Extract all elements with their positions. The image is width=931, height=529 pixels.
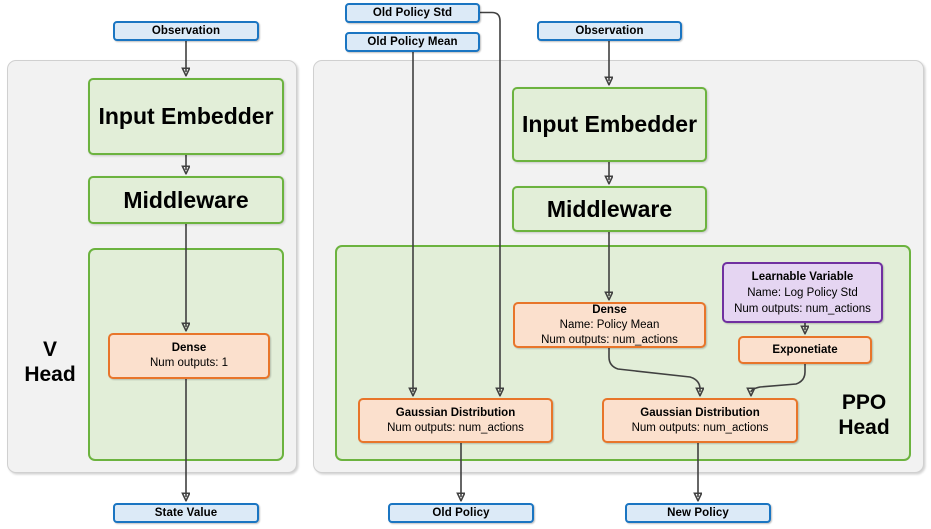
ppo-head-middleware-label: Middleware bbox=[546, 195, 673, 222]
new-policy-output-label: New Policy bbox=[667, 507, 729, 519]
dense-policy-mean-name: Name: Policy Mean bbox=[559, 318, 660, 331]
v-head-observation-label: Observation bbox=[151, 25, 221, 37]
gaussian-distribution-old-policy[interactable]: Gaussian Distribution Num outputs: num_a… bbox=[358, 398, 553, 443]
v-head-dense-title: Dense bbox=[171, 342, 207, 354]
v-head-dense-outputs: Num outputs: 1 bbox=[150, 357, 228, 369]
dense-policy-mean-title: Dense bbox=[592, 303, 627, 316]
old-policy-std-input[interactable]: Old Policy Std bbox=[345, 3, 480, 23]
gaussian-old-outputs: Num outputs: num_actions bbox=[387, 421, 524, 434]
gaussian-new-outputs: Num outputs: num_actions bbox=[631, 421, 769, 434]
ppo-head-observation-input[interactable]: Observation bbox=[537, 21, 682, 41]
ppo-head-dense-policy-mean[interactable]: Dense Name: Policy Mean Num outputs: num… bbox=[513, 302, 706, 348]
v-head-input-embedder-label: Input Embedder bbox=[98, 103, 274, 129]
exponetiate-block[interactable]: Exponetiate bbox=[738, 336, 872, 364]
ppo-head-caption-line2: Head bbox=[838, 416, 890, 439]
old-policy-mean-input[interactable]: Old Policy Mean bbox=[345, 32, 480, 52]
gaussian-new-title: Gaussian Distribution bbox=[640, 406, 760, 419]
learnable-variable-title: Learnable Variable bbox=[751, 270, 854, 283]
old-policy-output-label: Old Policy bbox=[432, 507, 490, 519]
learnable-variable-log-policy-std[interactable]: Learnable Variable Name: Log Policy Std … bbox=[722, 262, 883, 323]
gaussian-old-title: Gaussian Distribution bbox=[395, 406, 516, 419]
exponetiate-title: Exponetiate bbox=[772, 343, 838, 356]
dense-policy-mean-outputs: Num outputs: num_actions bbox=[541, 333, 678, 346]
v-head-caption-line2: Head bbox=[24, 363, 76, 386]
old-policy-std-label: Old Policy Std bbox=[372, 7, 453, 19]
ppo-head-input-embedder[interactable]: Input Embedder bbox=[512, 87, 707, 162]
learnable-variable-name: Name: Log Policy Std bbox=[747, 286, 858, 299]
ppo-head-caption: PPO Head bbox=[818, 390, 910, 440]
gaussian-distribution-new-policy[interactable]: Gaussian Distribution Num outputs: num_a… bbox=[602, 398, 798, 443]
old-policy-output[interactable]: Old Policy bbox=[388, 503, 534, 523]
v-head-caption-line1: V bbox=[42, 338, 57, 361]
v-head-dense[interactable]: Dense Num outputs: 1 bbox=[108, 333, 270, 379]
v-head-input-embedder[interactable]: Input Embedder bbox=[88, 78, 284, 155]
v-head-middleware[interactable]: Middleware bbox=[88, 176, 284, 224]
ppo-head-middleware[interactable]: Middleware bbox=[512, 186, 707, 232]
learnable-variable-outputs: Num outputs: num_actions bbox=[734, 302, 871, 315]
v-head-state-value-output[interactable]: State Value bbox=[113, 503, 259, 523]
ppo-head-input-embedder-label: Input Embedder bbox=[521, 111, 698, 137]
v-head-middleware-label: Middleware bbox=[123, 186, 249, 213]
new-policy-output[interactable]: New Policy bbox=[625, 503, 771, 523]
v-head-caption: V Head bbox=[14, 337, 86, 387]
v-head-state-value-label: State Value bbox=[154, 507, 218, 519]
ppo-head-caption-line1: PPO bbox=[841, 391, 887, 414]
v-head-observation-input[interactable]: Observation bbox=[113, 21, 259, 41]
ppo-head-observation-label: Observation bbox=[575, 25, 644, 37]
old-policy-mean-label: Old Policy Mean bbox=[367, 36, 458, 48]
